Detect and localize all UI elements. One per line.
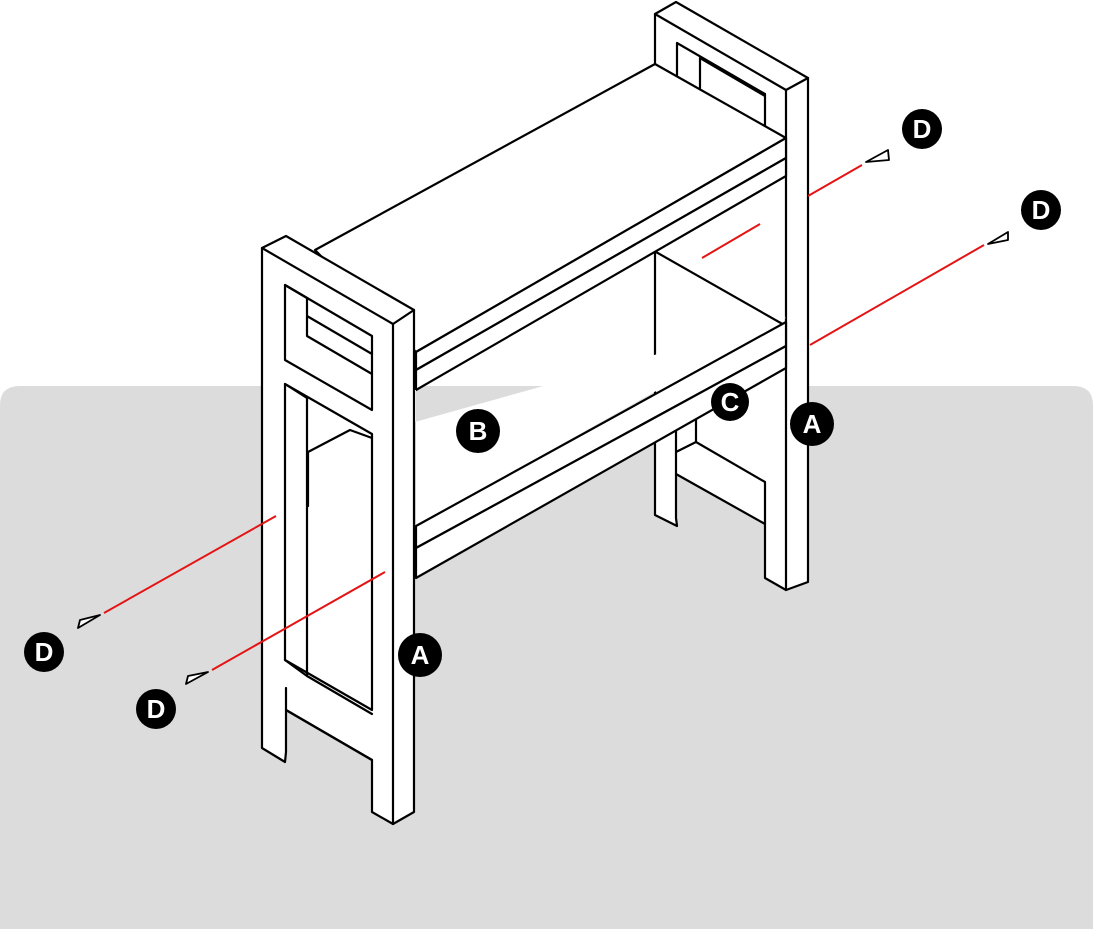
label-c: C — [711, 383, 749, 421]
svg-text:A: A — [411, 640, 430, 670]
label-d-right: D — [1021, 190, 1061, 230]
guide-line-left — [103, 515, 277, 614]
screw-icon — [185, 671, 209, 685]
svg-text:A: A — [803, 409, 822, 439]
bottom-shelf — [306, 250, 788, 580]
guide-line-top-inner — [701, 223, 761, 259]
front-side-frame — [260, 234, 416, 826]
label-b: B — [456, 409, 500, 453]
svg-text:D: D — [35, 637, 54, 667]
svg-text:D: D — [1032, 195, 1051, 225]
svg-text:B: B — [469, 416, 488, 446]
label-a-lower: A — [398, 633, 442, 677]
screw-guides — [103, 164, 985, 671]
screw-icon — [865, 149, 890, 163]
front-frame-foot — [284, 686, 374, 762]
label-d-left: D — [24, 632, 64, 672]
top-shelf-apron — [414, 156, 788, 392]
svg-text:D: D — [147, 694, 166, 724]
svg-text:D: D — [913, 114, 932, 144]
bottom-shelf-surface — [308, 252, 786, 526]
label-a-upper: A — [790, 402, 834, 446]
screw-icon — [77, 614, 101, 629]
label-d-top: D — [902, 109, 942, 149]
svg-text:C: C — [721, 387, 740, 417]
label-d-bottom: D — [136, 689, 176, 729]
back-frame-edge — [653, 12, 810, 592]
guide-line-right — [809, 244, 985, 346]
guide-line-bottom — [211, 571, 386, 671]
screw-icon — [77, 149, 1009, 685]
bottom-shelf-apron — [414, 344, 788, 580]
front-frame-top-window-slats — [283, 283, 374, 376]
bottom-shelf-inner-left — [306, 428, 374, 508]
front-frame-edge — [260, 246, 416, 826]
screw-icon — [987, 231, 1009, 245]
back-frame-top-window — [675, 41, 767, 130]
guide-line-top — [807, 164, 863, 197]
